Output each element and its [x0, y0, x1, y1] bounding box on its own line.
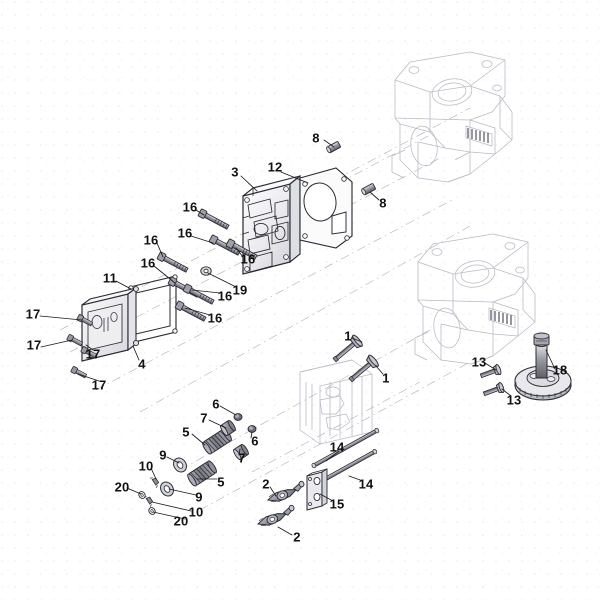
part-camshaft-gear-18: [514, 332, 572, 401]
part-valves-1: [332, 334, 379, 383]
callout-9-a: 9: [159, 447, 167, 463]
ghost-cooling-fins-lower: [490, 310, 512, 325]
callout-5-a: 5: [182, 424, 190, 440]
part-valve-keepers-10: [143, 477, 160, 507]
part-spring-caps-6: [233, 413, 257, 433]
callout-17-b: 17: [26, 337, 42, 353]
callout-11: 11: [102, 270, 118, 286]
callout-6-b: 6: [251, 433, 259, 449]
callout-16-a: 16: [182, 199, 198, 215]
callout-13-a: 13: [471, 354, 487, 370]
callout-16-c: 16: [143, 232, 159, 248]
callout-16-f: 16: [217, 288, 233, 304]
part-valve-springs-5: [187, 428, 232, 487]
callout-17-a: 17: [25, 306, 41, 322]
part-head-bolts-16: [156, 208, 258, 322]
callout-8-right: 8: [379, 195, 387, 211]
callout-7-a: 7: [200, 410, 208, 426]
part-push-rod-guide-plate-15: [306, 468, 328, 511]
callout-8-top: 8: [312, 130, 320, 146]
callout-12: 12: [267, 159, 283, 175]
leader-lines: [39, 139, 556, 536]
callout-20-b: 20: [173, 513, 189, 529]
part-rocker-arms-2: [256, 480, 305, 527]
callout-13-b: 13: [506, 392, 522, 408]
ghost-engine-block-lower: [414, 233, 536, 365]
callout-2-b: 2: [293, 529, 301, 545]
callout-19: 19: [232, 282, 248, 298]
callout-10-a: 10: [138, 458, 154, 474]
part-collets-20: [138, 491, 156, 515]
part-valve-cover-4: [81, 286, 140, 362]
callout-6-a: 6: [212, 396, 220, 412]
callout-17-d: 17: [91, 377, 107, 393]
callout-9-b: 9: [195, 489, 203, 505]
part-cylinder-head-gasket-12: [299, 167, 353, 249]
callout-16-e: 16: [140, 255, 156, 271]
ghost-engine-block-upper: [391, 51, 513, 183]
callout-16-d: 16: [240, 251, 256, 267]
callout-1-b: 1: [382, 370, 390, 386]
part-spring-retainers-7: [220, 419, 249, 461]
callout-2-a: 2: [262, 476, 270, 492]
callout-10-b: 10: [188, 504, 204, 520]
callout-15: 15: [329, 496, 345, 512]
part-valve-tappets-13: [479, 363, 505, 397]
callout-7-b: 7: [238, 450, 246, 466]
callout-14-a: 14: [329, 439, 345, 455]
callout-1-a: 1: [344, 328, 352, 344]
callout-18: 18: [552, 362, 568, 378]
part-cover-screws-17: [66, 314, 98, 379]
callout-16-g: 16: [207, 310, 223, 326]
callout-14-b: 14: [358, 476, 374, 492]
callout-4: 4: [138, 356, 146, 372]
callout-16-b: 16: [177, 225, 193, 241]
callout-17-c: 17: [85, 346, 101, 362]
callout-5-b: 5: [217, 474, 225, 490]
callout-3: 3: [231, 164, 239, 180]
ghost-cooling-fins-upper: [467, 128, 489, 143]
callout-20-a: 20: [114, 479, 130, 495]
